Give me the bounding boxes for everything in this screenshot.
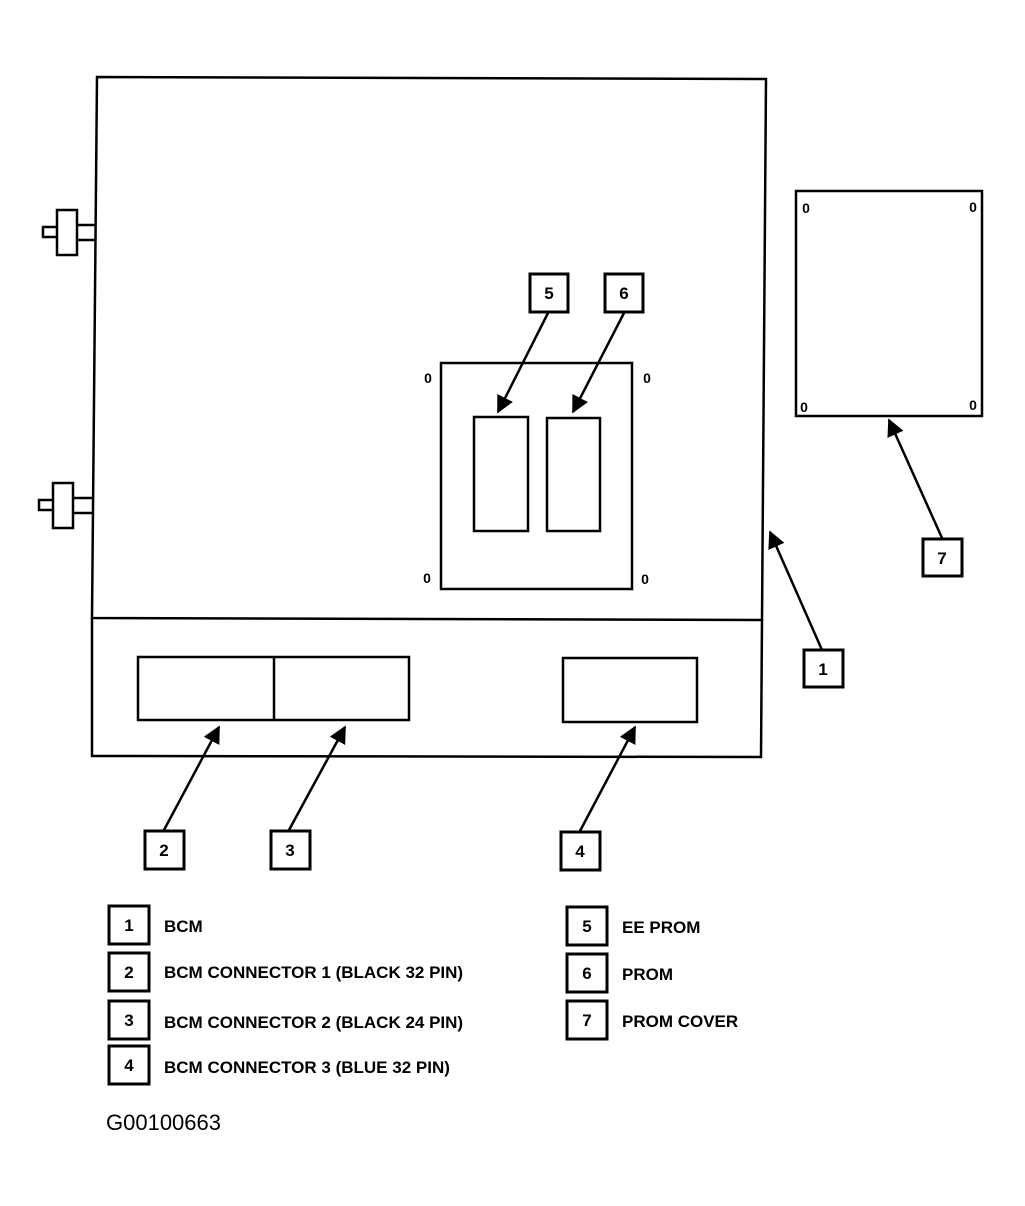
legend: 1 BCM 2 BCM CONNECTOR 1 (BLACK 32 PIN) 3… — [107, 904, 738, 1086]
screw-label: 0 — [643, 370, 651, 386]
screw-label: 0 — [800, 399, 808, 415]
callout-number: 5 — [544, 284, 553, 303]
legend-text: EE PROM — [622, 918, 700, 937]
figure-id: G00100663 — [106, 1110, 221, 1135]
legend-item: 5 EE PROM — [565, 905, 700, 947]
mounting-stud-lower — [37, 481, 92, 530]
arrow-1 — [768, 530, 824, 651]
legend-number: 6 — [582, 964, 591, 983]
screw-label: 0 — [969, 397, 977, 413]
legend-text: PROM COVER — [622, 1012, 738, 1031]
arrow-6 — [571, 312, 626, 414]
legend-number: 1 — [124, 916, 133, 935]
legend-item: 3 BCM CONNECTOR 2 (BLACK 24 PIN) — [107, 999, 463, 1041]
bcm-housing — [90, 75, 768, 759]
legend-number: 7 — [582, 1011, 591, 1030]
arrow-5 — [496, 312, 550, 414]
callout-7: 7 — [921, 537, 964, 578]
callout-2: 2 — [143, 829, 186, 871]
legend-text: BCM — [164, 917, 203, 936]
callout-number: 2 — [159, 841, 168, 860]
legend-text: BCM CONNECTOR 2 (BLACK 24 PIN) — [164, 1013, 463, 1032]
legend-item: 4 BCM CONNECTOR 3 (BLUE 32 PIN) — [107, 1044, 450, 1086]
callout-4: 4 — [559, 830, 602, 872]
legend-number: 4 — [124, 1056, 134, 1075]
ee-prom-chip — [472, 415, 530, 533]
connector-3-housing — [561, 656, 699, 724]
callout-number: 4 — [575, 842, 585, 861]
legend-item: 2 BCM CONNECTOR 1 (BLACK 32 PIN) — [107, 951, 463, 993]
callout-1: 1 — [802, 648, 845, 689]
legend-text: PROM — [622, 965, 673, 984]
callout-number: 1 — [818, 660, 827, 679]
arrow-7 — [887, 418, 944, 539]
connector-sockets — [136, 655, 699, 724]
prom-access-panel: 0 0 0 0 — [423, 361, 651, 591]
leader-arrows — [162, 312, 944, 832]
callout-number: 3 — [285, 841, 294, 860]
screw-label: 0 — [424, 370, 432, 386]
prom-chip — [545, 416, 602, 533]
callout-5: 5 — [528, 272, 570, 314]
mounting-stud-upper — [41, 208, 95, 257]
prom-cover: 0 0 0 0 — [794, 189, 984, 418]
screw-label: 0 — [423, 570, 431, 586]
legend-number: 5 — [582, 917, 591, 936]
arrow-3 — [287, 725, 347, 831]
callout-number: 7 — [937, 549, 946, 568]
arrow-4 — [578, 725, 637, 832]
callout-number: 6 — [619, 284, 628, 303]
legend-item: 6 PROM — [565, 952, 673, 994]
screw-label: 0 — [802, 200, 810, 216]
legend-text: BCM CONNECTOR 1 (BLACK 32 PIN) — [164, 963, 463, 982]
callout-3: 3 — [269, 829, 312, 871]
legend-text: BCM CONNECTOR 3 (BLUE 32 PIN) — [164, 1058, 450, 1077]
screw-label: 0 — [969, 199, 977, 215]
legend-item: 1 BCM — [107, 904, 203, 946]
arrow-2 — [162, 725, 221, 831]
legend-number: 2 — [124, 963, 133, 982]
legend-number: 3 — [124, 1011, 133, 1030]
legend-item: 7 PROM COVER — [565, 999, 738, 1041]
screw-label: 0 — [641, 571, 649, 587]
callout-6: 6 — [603, 272, 645, 314]
